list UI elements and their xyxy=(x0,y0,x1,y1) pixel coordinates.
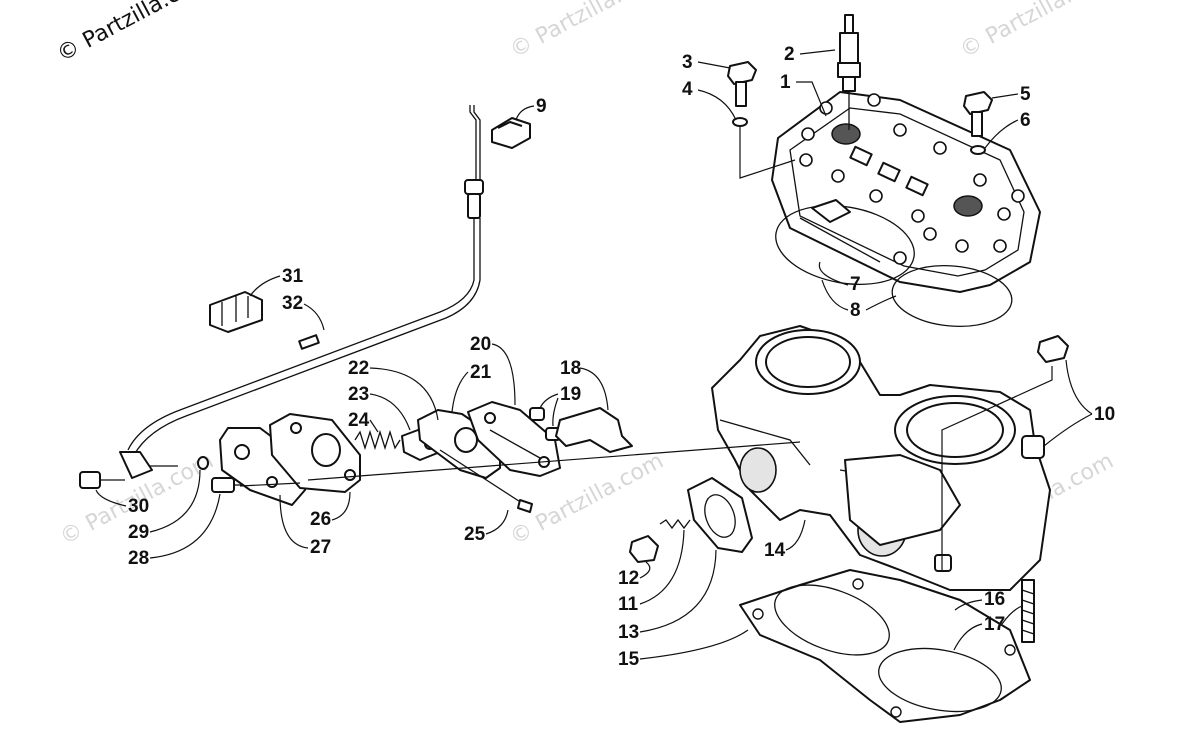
callout-13: 13 xyxy=(618,622,639,643)
callout-21: 21 xyxy=(470,362,492,383)
cylinder-block xyxy=(711,325,1051,591)
callout-24: 24 xyxy=(348,410,370,431)
watermark-2: © Partzilla.com xyxy=(956,0,1118,63)
callout-28: 28 xyxy=(128,548,149,569)
callout-23: 23 xyxy=(348,384,369,405)
callout-11: 11 xyxy=(618,594,639,615)
callout-30: 30 xyxy=(128,496,149,517)
exhaust-gasket xyxy=(687,477,753,553)
head-bolts xyxy=(727,61,993,179)
drain-plug xyxy=(629,518,691,563)
copyright-mark: © Partzilla.com xyxy=(53,0,215,67)
callout-19: 19 xyxy=(560,384,581,405)
spark-plug xyxy=(837,14,861,130)
callout-8: 8 xyxy=(850,300,861,321)
callout-5: 5 xyxy=(1020,84,1031,105)
callout-1: 1 xyxy=(780,72,791,93)
callout-18: 18 xyxy=(560,358,581,379)
callout-29: 29 xyxy=(128,522,149,543)
callout-25: 25 xyxy=(464,524,486,545)
callout-6: 6 xyxy=(1020,110,1031,131)
valve-blade xyxy=(555,407,633,453)
callout-layer: 1 2 3 4 5 6 7 8 9 10 11 12 13 14 15 16 1… xyxy=(95,44,1115,670)
callout-20: 20 xyxy=(470,334,491,355)
cable-clip xyxy=(491,117,531,149)
callout-16: 16 xyxy=(984,589,1005,610)
callout-7: 7 xyxy=(850,274,861,295)
cable-holder xyxy=(209,291,263,333)
callout-3: 3 xyxy=(682,52,693,73)
callout-22: 22 xyxy=(348,358,369,379)
callout-26: 26 xyxy=(310,509,331,530)
throttle-cable xyxy=(119,105,484,479)
callout-32: 32 xyxy=(282,293,303,314)
valve-plate xyxy=(467,401,561,477)
callout-17: 17 xyxy=(984,614,1005,635)
head-gaskets xyxy=(775,199,1013,327)
callout-4: 4 xyxy=(682,79,693,100)
callout-27: 27 xyxy=(310,537,331,558)
cylinder-nut xyxy=(1037,335,1069,363)
callout-2: 2 xyxy=(784,44,795,65)
callout-9: 9 xyxy=(536,96,547,117)
callout-31: 31 xyxy=(282,266,304,287)
callout-12: 12 xyxy=(618,568,639,589)
watermark-1: © Partzilla.com xyxy=(506,0,668,63)
callout-15: 15 xyxy=(618,649,640,670)
callout-14: 14 xyxy=(764,540,786,561)
valve-housing-assembly xyxy=(79,413,361,506)
cylinder-head xyxy=(771,91,1041,293)
callout-10: 10 xyxy=(1094,404,1115,425)
